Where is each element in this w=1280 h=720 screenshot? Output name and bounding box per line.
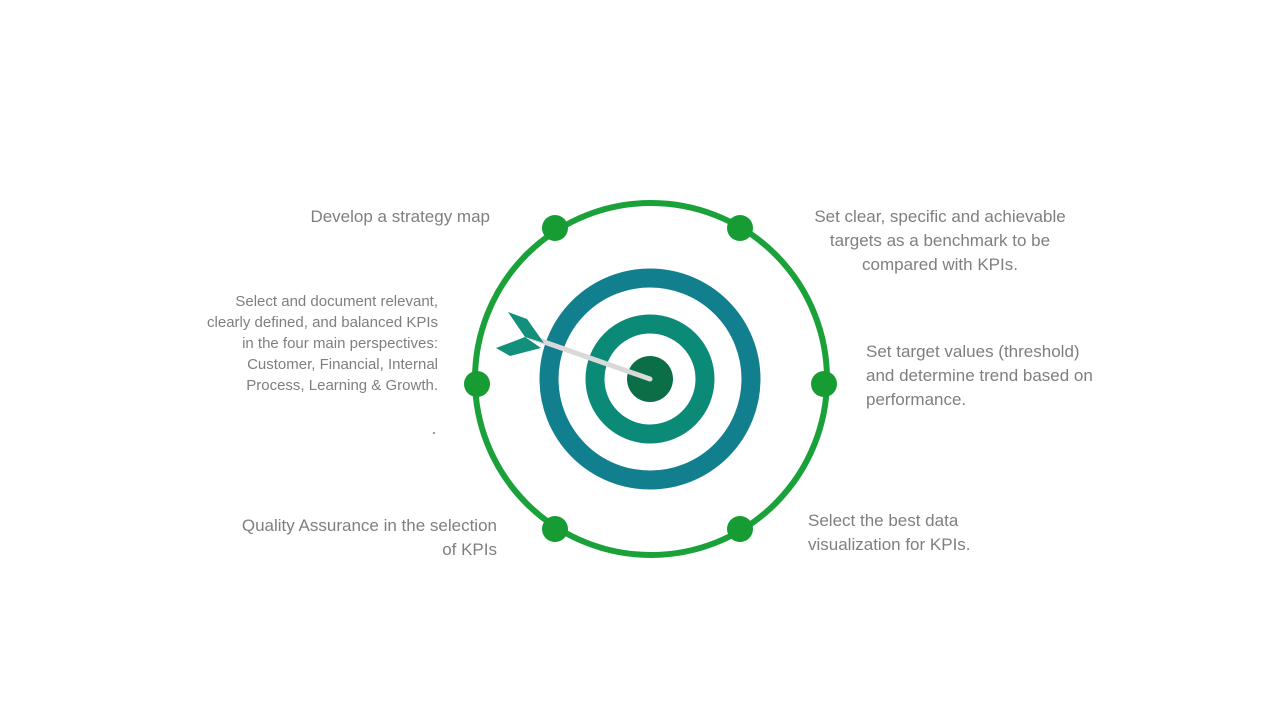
node-select-kpis xyxy=(464,371,490,397)
step-text-line: Set clear, specific and achievable xyxy=(814,207,1066,226)
step-text-line: performance. xyxy=(866,390,967,409)
cycle-nodes xyxy=(464,215,837,542)
step-label-set-threshold: Set target values (threshold) and determ… xyxy=(866,340,1146,412)
step-label-quality-assurance: Quality Assurance in the selection of KP… xyxy=(180,514,497,562)
arrow-shaft xyxy=(527,334,653,382)
target-outer-ring xyxy=(539,268,761,490)
target-middle-ring xyxy=(585,314,715,444)
step-text-line: visualization for KPIs. xyxy=(808,535,971,554)
step-label-select-kpis: Select and document relevant, clearly de… xyxy=(140,291,438,396)
step-text-line: Quality Assurance in the selection xyxy=(241,516,497,535)
step-text-line: Set target values (threshold) xyxy=(866,342,1080,361)
step-text-line: Select the best data xyxy=(808,511,959,530)
step-label-develop-strategy-map: Develop a strategy map xyxy=(250,205,490,229)
step-text-line: and determine trend based on xyxy=(866,366,1093,385)
arrow-fletching-lower xyxy=(496,337,541,356)
step-text-line: Customer, Financial, Internal xyxy=(247,356,438,373)
step-text-line: Process, Learning & Growth. xyxy=(246,377,438,394)
node-develop-strategy-map xyxy=(542,215,568,241)
dart-arrow-icon xyxy=(496,312,653,382)
step-text-line: compared with KPIs. xyxy=(862,255,1018,274)
node-quality-assurance xyxy=(542,516,568,542)
step-text-line: clearly defined, and balanced KPIs xyxy=(207,314,438,331)
bullseye-target-icon xyxy=(539,268,761,490)
step-text-line: in the four main perspectives: xyxy=(242,335,438,352)
node-set-threshold xyxy=(811,371,837,397)
node-data-visualization xyxy=(727,516,753,542)
arrow-fletching-upper xyxy=(508,312,544,343)
stray-dot xyxy=(433,432,435,434)
step-text-line: Select and document relevant, xyxy=(235,293,438,310)
node-set-targets xyxy=(727,215,753,241)
step-label-data-visualization: Select the best data visualization for K… xyxy=(808,509,1068,557)
step-label-set-targets: Set clear, specific and achievable targe… xyxy=(790,205,1090,277)
step-text-line: of KPIs xyxy=(442,540,497,559)
step-text-line: Develop a strategy map xyxy=(310,207,490,226)
step-text-line: targets as a benchmark to be xyxy=(829,231,1051,250)
